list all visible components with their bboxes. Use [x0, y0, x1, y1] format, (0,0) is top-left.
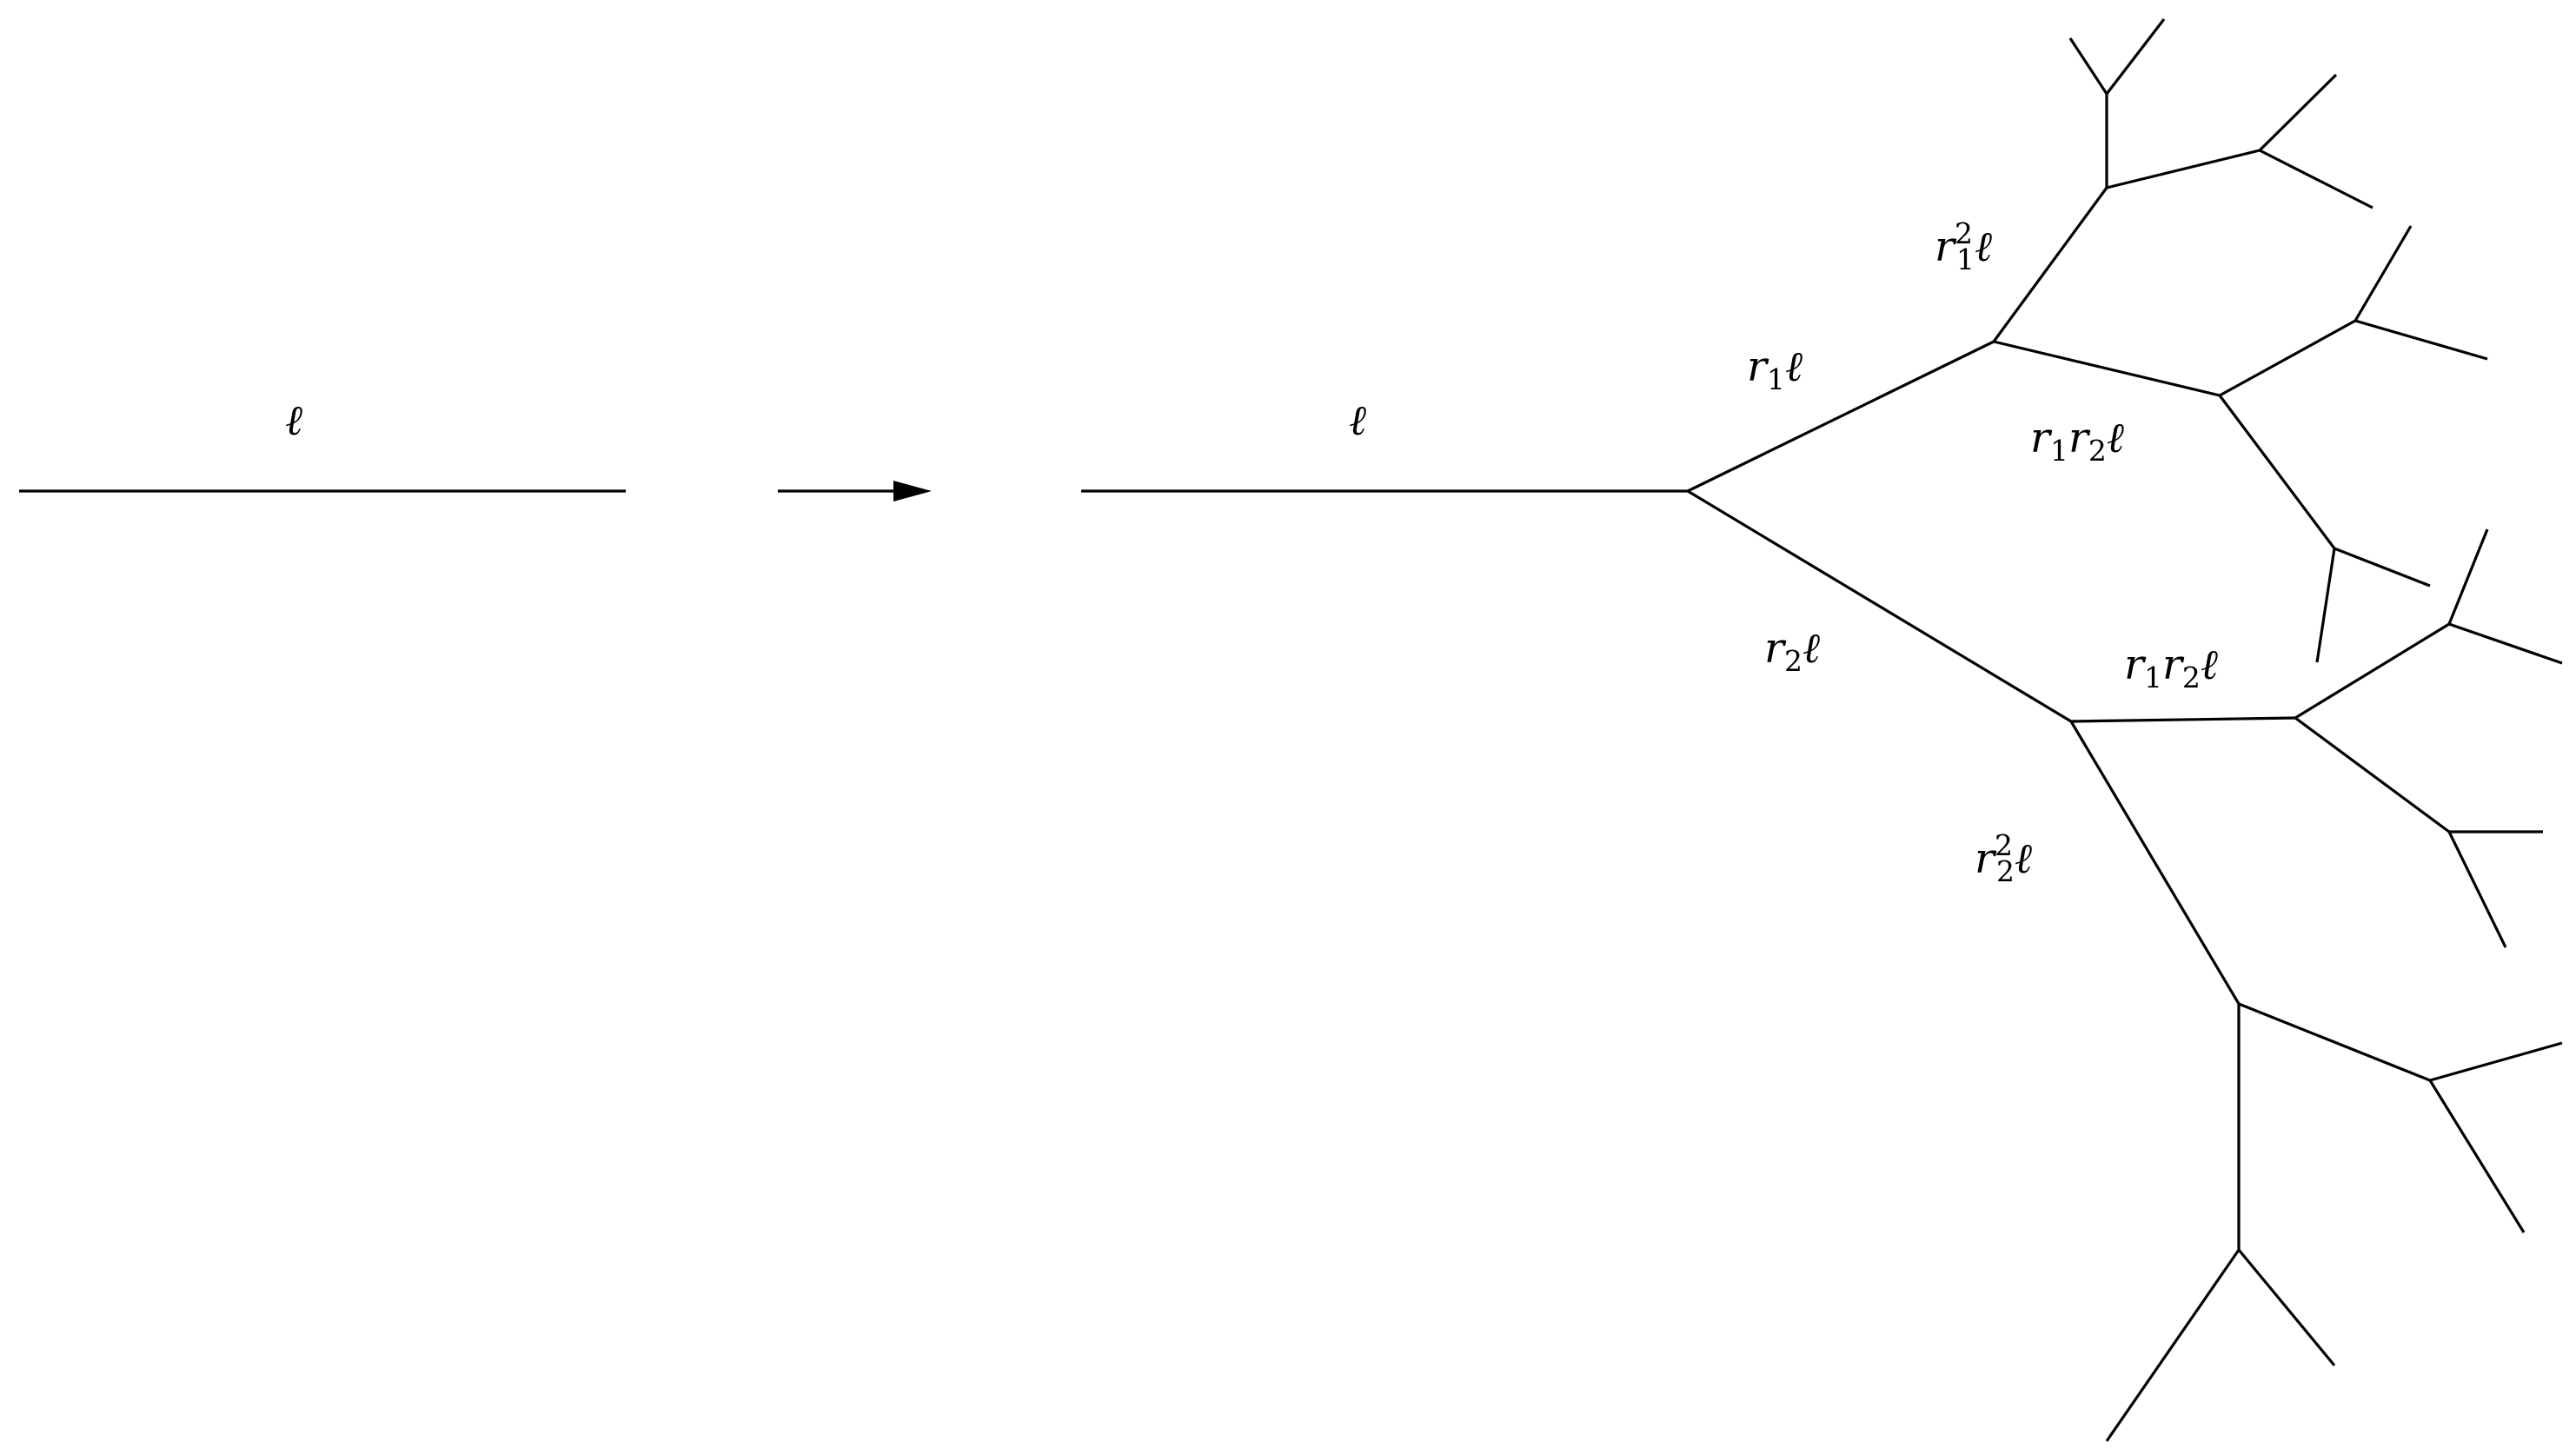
branch-l4-b [2105, 18, 2166, 95]
branch-l4-h [2315, 548, 2336, 663]
trunk-length-label: ℓ [1349, 396, 1366, 445]
branch-l4-d [2259, 149, 2374, 209]
label-r1-l: r1ℓ [1747, 342, 1803, 396]
branch-l4-o [2237, 1248, 2336, 1367]
branch-l4-p [2105, 1249, 2241, 1442]
branch-r1 [1687, 340, 1995, 493]
branch-l3-f [2294, 716, 2450, 834]
branch-l3-g [2238, 1002, 2431, 1082]
branch-l4-g [2334, 547, 2431, 588]
branch-r1r2-upper [1993, 340, 2221, 397]
branch-l4-f [2354, 319, 2488, 361]
branch-l4-m [2429, 1041, 2563, 1082]
branch-l4-a [2068, 37, 2108, 95]
branch-l3-e [2294, 622, 2450, 720]
branch-l4-e [2354, 225, 2413, 322]
seed-length-label: ℓ [285, 396, 302, 445]
transform-arrow-head [893, 481, 932, 501]
branch-l3-b [2106, 149, 2261, 189]
branch-r1r1 [1992, 187, 2108, 342]
branch-l4-j [2448, 622, 2563, 665]
branch-r2r2 [2069, 721, 2241, 1005]
label-r1r2-l-upper: r1r2ℓ [2030, 414, 2124, 468]
label-r2-l: r2ℓ [1764, 624, 1820, 678]
branch-l4-l [2447, 831, 2507, 948]
branch-l3-c [2219, 319, 2356, 397]
branch-l3-d [2218, 395, 2336, 549]
branch-l4-n [2428, 1079, 2526, 1233]
branch-r1r2-lower [2070, 716, 2296, 723]
label-r1r2-l-lower: r1r2ℓ [2124, 641, 2218, 694]
branch-r2 [1687, 489, 2072, 723]
branch-l4-c [2258, 73, 2338, 152]
branch-l4-i [2447, 528, 2489, 625]
